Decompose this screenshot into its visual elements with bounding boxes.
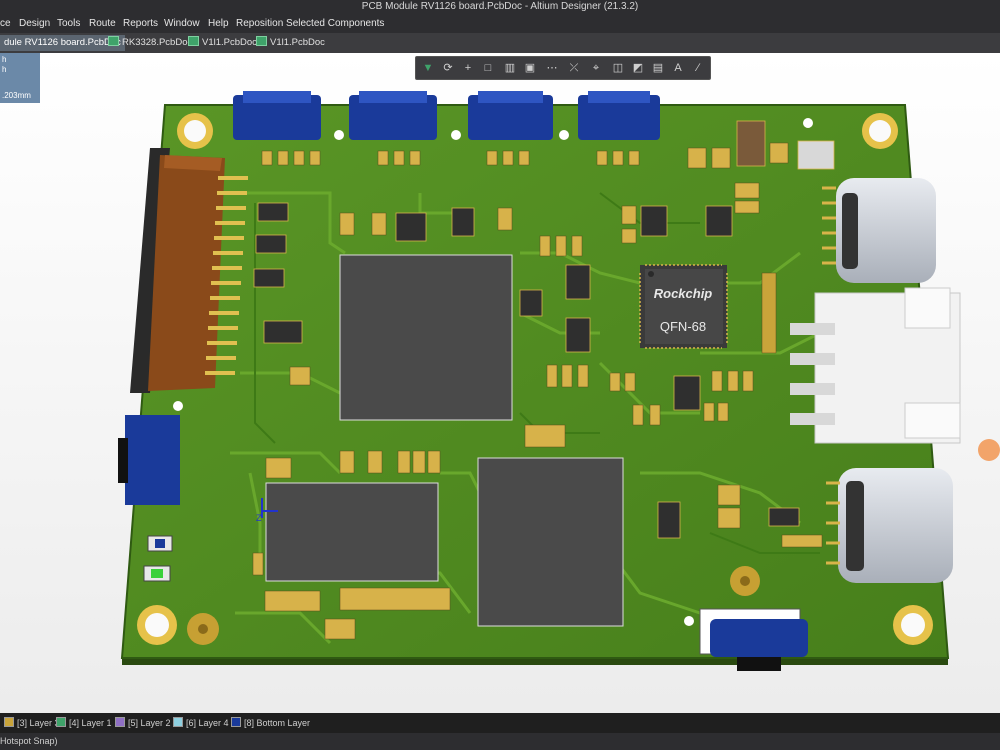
memory-chip-3	[477, 457, 624, 627]
bottom-connector	[684, 608, 808, 671]
layer-tab-5[interactable]: [5] Layer 2	[115, 713, 171, 733]
layer-tab-bar: [3] Layer 3 [4] Layer 1 [5] Layer 2 [6] …	[0, 713, 1000, 733]
document-tab-bar: dule RV1126 board.PcbDoc RK3328.PcbDoc V…	[0, 33, 1000, 53]
tab-v1l1-b[interactable]: V1l1.PcbDoc	[252, 35, 329, 51]
menu-route[interactable]: Route	[89, 18, 116, 29]
menu-window[interactable]: Window	[164, 18, 200, 29]
svg-text:Z: Z	[256, 513, 262, 523]
layer-tab-8[interactable]: [8] Bottom Layer	[231, 713, 310, 733]
layer-tab-4[interactable]: [4] Layer 1	[56, 713, 112, 733]
pcb-board-3d[interactable]: Z Rockchip QFN-68	[0, 53, 1000, 713]
info-line-3: .203mm	[2, 91, 31, 100]
pcb-doc-icon	[256, 36, 267, 46]
rect-select-icon[interactable]: □	[484, 62, 492, 74]
mounting-holes	[137, 113, 933, 645]
info-panel: h h .203mm	[0, 53, 40, 103]
info-line-2: h	[2, 65, 7, 74]
diff-pair-icon[interactable]: ⤫	[569, 62, 579, 74]
status-bar: Hotspot Snap)	[0, 733, 1000, 750]
smd-ics	[253, 120, 835, 539]
usb-c-connectors	[822, 178, 953, 583]
menu-bar: ce Design Tools Route Reports Window Hel…	[0, 14, 1000, 33]
layer-swatch-icon	[231, 717, 241, 727]
tab-v1l1-a[interactable]: V1l1.PcbDoc	[184, 35, 261, 51]
keepout-icon[interactable]: ◫	[612, 62, 624, 74]
add-icon[interactable]: +	[464, 62, 472, 74]
line-icon[interactable]: ∕	[697, 62, 699, 74]
filter-icon[interactable]: ▼	[422, 62, 434, 74]
tab-rk3328[interactable]: RK3328.PcbDoc	[104, 35, 196, 51]
smd-components	[252, 142, 823, 640]
layer-tab-6[interactable]: [6] Layer 4	[173, 713, 229, 733]
menu-reports[interactable]: Reports	[123, 18, 159, 29]
axis-gizmo: Z	[256, 498, 278, 523]
text-icon[interactable]: A	[674, 62, 682, 74]
chip-package: QFN-68	[660, 319, 706, 334]
fpc-connector	[130, 148, 248, 393]
memory-chip-1	[339, 254, 513, 421]
measure-icon[interactable]: ▤	[652, 62, 664, 74]
cursor-indicator	[978, 439, 1000, 461]
pcb-doc-icon	[108, 36, 119, 46]
status-text: Hotspot Snap)	[0, 736, 58, 746]
info-line-1: h	[2, 55, 7, 64]
jst-connector	[790, 287, 961, 444]
pcb-3d-viewport[interactable]: Z Rockchip QFN-68 h h .203mm ▼ ⟳ + □ ▥ ▣…	[0, 53, 1000, 713]
top-connectors	[233, 91, 813, 140]
board-edge	[122, 658, 948, 665]
window-title: PCB Module RV1126 board.PcbDoc - Altium …	[0, 0, 1000, 14]
dimension-icon[interactable]: ◩	[632, 62, 644, 74]
menu-reposition[interactable]: Reposition Selected Components	[236, 18, 385, 29]
side-connector-left	[118, 401, 183, 505]
route-icon[interactable]: ⟳	[443, 62, 453, 74]
layer-tab-3[interactable]: [3] Layer 3	[4, 713, 60, 733]
location-icon[interactable]: ⌖	[592, 62, 600, 74]
menu-tools[interactable]: Tools	[57, 18, 81, 29]
chart-icon[interactable]: ▥	[504, 62, 516, 74]
layer-swatch-icon	[56, 717, 66, 727]
layer-swatch-icon	[115, 717, 125, 727]
chip-brand: Rockchip	[654, 286, 713, 301]
component-icon[interactable]: ▣	[524, 62, 536, 74]
pcb-doc-icon	[188, 36, 199, 46]
active-bar-toolbar: ▼ ⟳ + □ ▥ ▣ ⋯ ⤫ ⌖ ◫ ◩ ▤ A ∕	[415, 56, 711, 80]
memory-chip-2	[265, 482, 439, 582]
tab-rv1126-board[interactable]: dule RV1126 board.PcbDoc	[0, 35, 125, 51]
menu-help[interactable]: Help	[208, 18, 229, 29]
menu-place[interactable]: ce	[0, 18, 11, 29]
menu-design[interactable]: Design	[19, 18, 51, 29]
layer-swatch-icon	[4, 717, 14, 727]
layer-swatch-icon	[173, 717, 183, 727]
soc-chip	[639, 264, 728, 349]
net-icon[interactable]: ⋯	[546, 62, 558, 74]
